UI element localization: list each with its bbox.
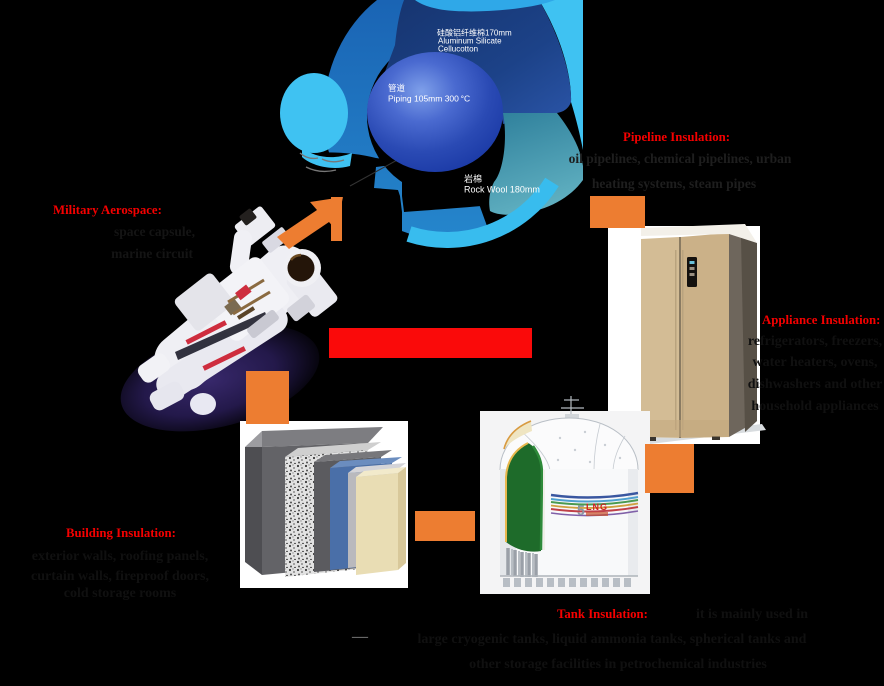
svg-text:—: — — [351, 628, 369, 645]
svg-text:Military Aerospace:: Military Aerospace: — [53, 203, 162, 217]
svg-text:Appliance Insulation:: Appliance Insulation: — [762, 313, 880, 327]
svg-text:refrigerators, freezers,: refrigerators, freezers, — [748, 334, 882, 349]
svg-text:岩棉: 岩棉 — [464, 173, 482, 184]
svg-text:Pipeline Insulation:: Pipeline Insulation: — [623, 130, 730, 144]
svg-text:it is mainly used in: it is mainly used in — [696, 607, 808, 622]
svg-text:household appliances: household appliances — [751, 399, 879, 414]
svg-text:Cellucotton: Cellucotton — [438, 45, 478, 54]
svg-text:硅酸铝纤维棉170mm: 硅酸铝纤维棉170mm — [437, 28, 512, 38]
svg-text:管道: 管道 — [388, 83, 406, 93]
svg-text:large cryogenic tanks, liquid: large cryogenic tanks, liquid ammonia ta… — [418, 632, 807, 647]
svg-text:water heaters, ovens,: water heaters, ovens, — [753, 355, 878, 370]
svg-text:Tank Insulation:: Tank Insulation: — [557, 607, 648, 621]
svg-text:other storage facilities in pe: other storage facilities in petrochemica… — [469, 657, 767, 672]
svg-text:Building Insulation:: Building Insulation: — [66, 526, 176, 540]
svg-text:exterior walls, roofing panels: exterior walls, roofing panels, — [32, 549, 208, 564]
svg-text:heating systems, steam pipes: heating systems, steam pipes — [592, 176, 756, 191]
svg-text:marine circuit: marine circuit — [111, 246, 193, 261]
svg-text:dishwashers and other: dishwashers and other — [748, 377, 883, 392]
svg-text:cold storage rooms: cold storage rooms — [64, 586, 177, 601]
svg-text:5: 5 — [577, 502, 585, 518]
svg-text:Piping 105mm 300 °C: Piping 105mm 300 °C — [388, 94, 470, 104]
svg-text:space capsule,: space capsule, — [114, 224, 195, 239]
svg-text:curtain walls, fireproof doors: curtain walls, fireproof doors, — [31, 569, 209, 584]
svg-text:Aluminum Silicate: Aluminum Silicate — [438, 37, 502, 46]
svg-text:Rock Wool 180mm: Rock Wool 180mm — [464, 185, 540, 195]
svg-text:LNG: LNG — [586, 502, 608, 512]
svg-text:oil pipelines, chemical pipeli: oil pipelines, chemical pipelines, urban — [569, 151, 792, 166]
